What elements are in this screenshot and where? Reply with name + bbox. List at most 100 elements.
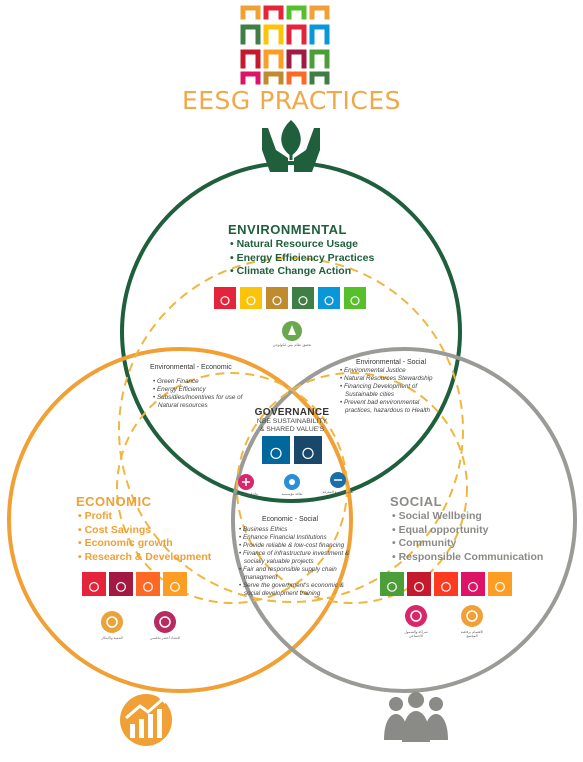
list-item: Financing Development of Sustainable cit… — [340, 383, 440, 399]
plant-hands-icon — [262, 120, 320, 172]
sdg-tile-glyph — [468, 581, 478, 592]
environmental-circle — [120, 161, 462, 503]
list-item: Finance of infrastructure investment & s… — [239, 550, 355, 566]
sdg-tile-glyph — [143, 581, 153, 592]
social-heading: SOCIAL — [390, 494, 443, 509]
people-group-icon — [384, 692, 448, 742]
environmental-sdg-tiles — [214, 287, 366, 309]
sdg-tile — [240, 287, 262, 309]
econ-soc-list: Business Ethics Enhance Financial Instit… — [239, 526, 355, 598]
sdg-tile-glyph — [495, 581, 505, 592]
governance-subheading-line-1: NBE SUSTAINABILITY — [256, 418, 328, 425]
sdg-tile — [434, 572, 458, 596]
sdg-tile — [461, 572, 485, 596]
sdg-tile — [407, 572, 431, 596]
sdg-tile — [380, 572, 404, 596]
list-item: Energy Efficiency — [153, 386, 245, 394]
env-econ-list: Green Finance Energy Efficiency Subsidie… — [153, 378, 245, 410]
env-soc-list: Environmental Justice Natural Resources … — [340, 367, 440, 415]
list-item: Equal opportunity — [392, 524, 543, 538]
social-sdg-tiles — [380, 572, 512, 596]
list-item: Business Ethics — [239, 526, 355, 534]
sdg-tile-glyph — [324, 296, 334, 306]
economic-sdg-tiles — [82, 572, 187, 596]
growth-chart-icon — [120, 694, 172, 746]
sdg-tile-glyph — [350, 296, 360, 306]
environmental-heading: ENVIRONMENTAL — [228, 222, 347, 237]
sdg-tile — [294, 436, 322, 464]
inner-dashed-circle-left — [116, 372, 348, 604]
sdg-tile — [136, 572, 160, 596]
sdg-tile-glyph — [116, 581, 126, 592]
list-item: Prevent bad environmental practices, haz… — [340, 399, 440, 415]
governance-icon-caption-2: ثقافة مؤسسية — [281, 492, 303, 496]
env-soc-heading: Environmental - Social — [356, 359, 427, 366]
sdg-tile — [292, 287, 314, 309]
sdg-tile-glyph — [302, 447, 314, 459]
sdg-tile — [214, 287, 236, 309]
sdg-tile-glyph — [298, 296, 308, 306]
economic-list: Profit Cost Savings Economic growth Rese… — [78, 510, 212, 565]
list-item: Environmental Justice — [340, 367, 440, 375]
governance-subheading-line-2: & SHARED VALUE'S — [259, 426, 325, 433]
list-item: Profit — [78, 510, 211, 524]
list-item: Provide reliable & low-cost financing — [239, 542, 355, 550]
list-item: Serve the government's economic & social… — [239, 582, 355, 598]
page-title: EESG PRACTICES — [181, 86, 402, 115]
list-item: Enhance Financial Institutions — [239, 534, 355, 542]
list-item: Community — [392, 537, 543, 551]
list-item: Social Wellbeing — [392, 510, 543, 524]
list-item: Climate Change Action — [230, 265, 374, 279]
econ-soc-heading: Economic - Social — [262, 516, 319, 523]
social-circle — [231, 347, 577, 693]
economic-icon-caption-2: اقتصاد أخضر تنافسي — [149, 636, 181, 640]
sdg-tile — [488, 572, 512, 596]
environmental-list: Natural Resource Usage Energy Efficiency… — [230, 238, 375, 279]
sdg-tile-glyph — [220, 296, 230, 306]
social-list: Social Wellbeing Equal opportunity Commu… — [392, 510, 544, 565]
list-item: Energy Efficiency Practices — [230, 252, 375, 266]
sdg-tile-glyph — [387, 581, 397, 592]
list-item: Cost Savings — [78, 524, 211, 538]
sdg-tile-glyph — [89, 581, 99, 592]
governance-icon-caption-3: تمكين مجتمع المعرفة — [322, 490, 354, 494]
sdg-tile — [318, 287, 340, 309]
sdg-tile-glyph — [246, 296, 256, 306]
sdg-tile — [262, 436, 290, 464]
sdg-tile — [109, 572, 133, 596]
sdg-tile-glyph — [414, 581, 424, 592]
sdg-tile — [266, 287, 288, 309]
social-circle-icons — [405, 605, 483, 627]
economic-circle — [7, 347, 353, 693]
list-item: Economic growth — [78, 537, 211, 551]
governance-subheading: NBE SUSTAINABILITY & SHARED VALUE'S — [230, 418, 354, 434]
sdg-tile-glyph — [441, 581, 451, 592]
list-item: Fair and responsible supply chain managm… — [239, 566, 355, 582]
env-econ-heading: Environmental - Economic — [150, 364, 232, 371]
environmental-icon-caption: تحقيق نظام بيئي ايكولوجي — [272, 343, 312, 347]
list-item: Natural Resources Stewardship — [340, 375, 440, 383]
sdg-tile — [163, 572, 187, 596]
list-item: Research & Development — [78, 551, 212, 565]
sdg-tile — [82, 572, 106, 596]
sdg-tile-glyph — [272, 296, 282, 306]
governance-icon-caption-1: بناء قدرات فاعلة — [233, 492, 259, 496]
list-item: Responsible Communication — [392, 551, 544, 565]
list-item: Green Finance — [153, 378, 245, 386]
economic-heading: ECONOMIC — [76, 494, 152, 509]
economic-icon-caption-1: التنمية والابتكار — [101, 636, 123, 640]
social-icon-caption-1: شراكة والشمول الاجتماعي — [404, 630, 428, 638]
logo-grid-icon — [240, 5, 330, 85]
governance-circle-icons — [238, 472, 346, 490]
social-icon-caption-2: الاهتمام برفاهية المجتمع — [460, 630, 484, 638]
list-item: Subsidies/Incentives for use of Natural … — [153, 394, 245, 410]
sdg-tile — [344, 287, 366, 309]
economic-circle-icons — [101, 611, 176, 633]
sdg-tile-glyph — [170, 581, 180, 592]
governance-heading: GOVERNANCE — [254, 407, 330, 418]
sdg-tile-glyph — [270, 447, 282, 459]
environmental-ecosystem-icon — [282, 321, 302, 341]
governance-sdg-tiles — [262, 436, 322, 464]
list-item: Natural Resource Usage — [230, 238, 374, 252]
